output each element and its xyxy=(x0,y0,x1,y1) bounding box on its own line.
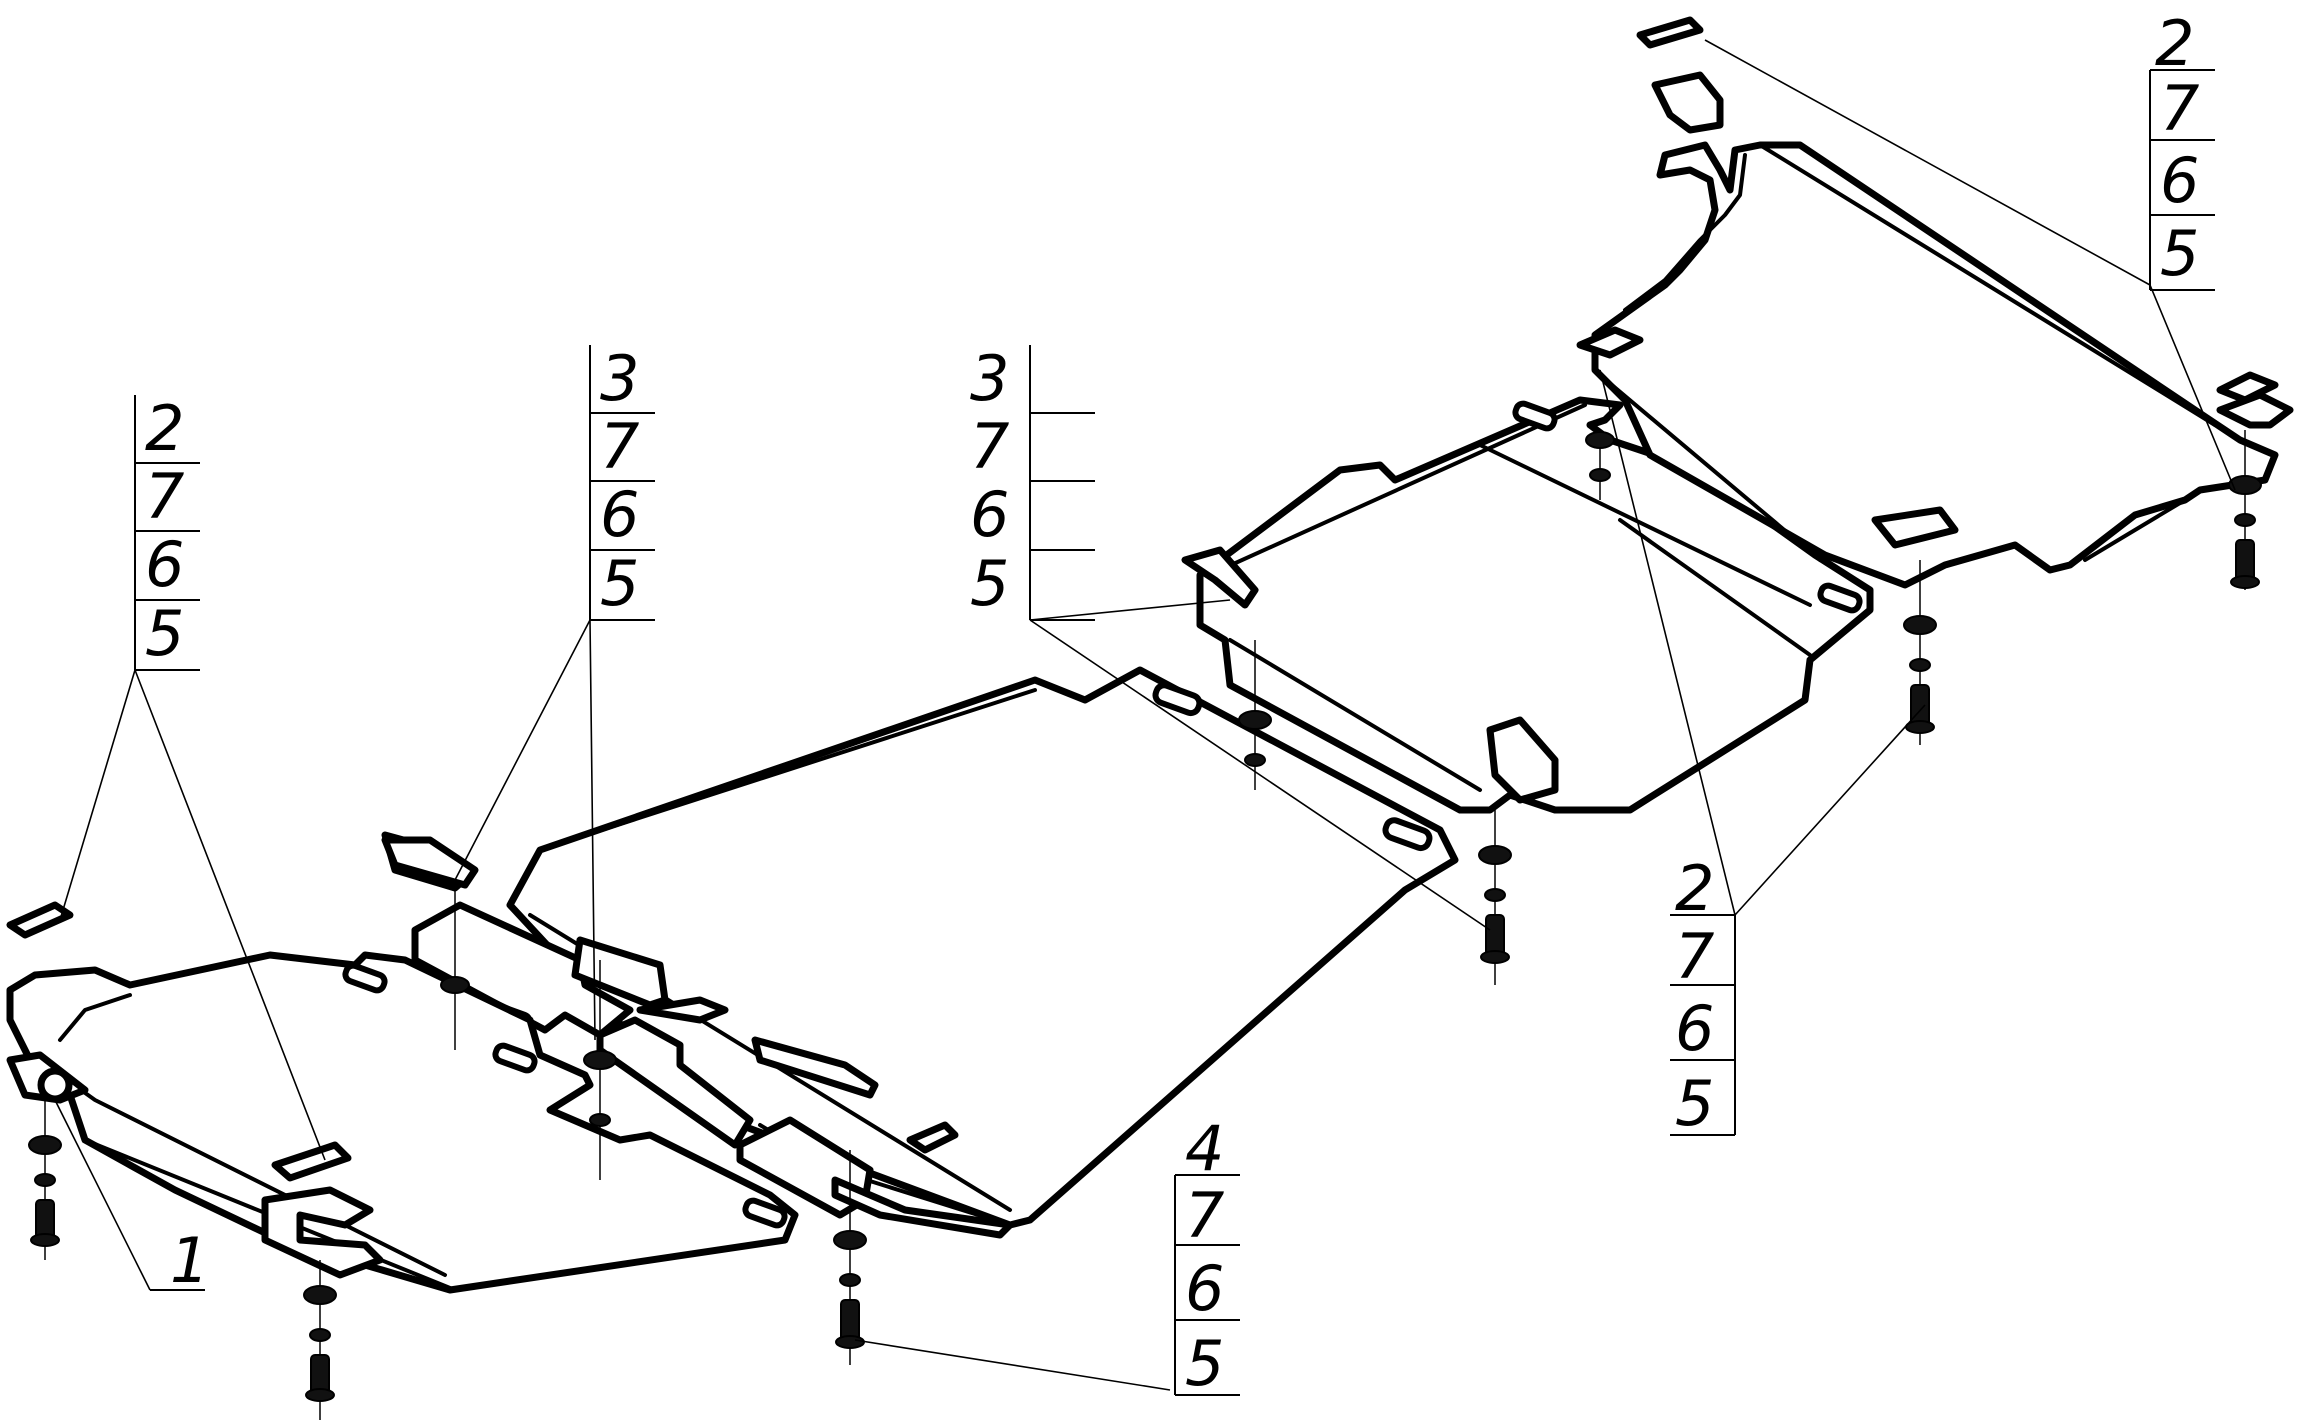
callout-A-label-2: 7 xyxy=(145,460,184,533)
callout-D: 2 7 6 5 xyxy=(2149,7,2215,291)
callout-D-label-4: 5 xyxy=(2160,217,2199,290)
callout-C-label-1: 3 xyxy=(970,342,1009,415)
callout-D-label-2: 7 xyxy=(2160,72,2199,145)
fastener-stack-2 xyxy=(303,1260,337,1420)
skid-plate-front xyxy=(6,951,799,1294)
callout-C-label-3: 6 xyxy=(970,478,1009,551)
callout-C-label-2: 7 xyxy=(970,410,1009,483)
skid-plate-top xyxy=(1576,16,2294,589)
callout-B: 3 7 6 5 xyxy=(589,342,655,621)
callout-E: 2 7 6 5 xyxy=(1670,852,1736,1140)
fastener-stack-3 xyxy=(583,960,617,1180)
callout-B-label-1: 3 xyxy=(600,342,639,415)
skid-plate-center xyxy=(381,666,1459,1239)
callout-A-label-3: 6 xyxy=(145,528,184,601)
fastener-stack-7 xyxy=(1478,810,1512,985)
fastener-stack-10 xyxy=(2228,430,2262,590)
fastener-stack-9 xyxy=(1903,560,1937,745)
callout-D-label-3: 6 xyxy=(2160,144,2199,217)
fastener-stack-1 xyxy=(28,1095,62,1260)
bracket-clip-center xyxy=(381,836,479,889)
callout-G: 1 xyxy=(150,1224,209,1297)
callout-F-label-2: 7 xyxy=(1185,1179,1224,1252)
leader-lines xyxy=(54,39,2236,1391)
callout-B-label-4: 5 xyxy=(600,547,639,620)
callout-F: 4 7 6 5 xyxy=(1174,1112,1240,1400)
callout-C-label-4: 5 xyxy=(970,547,1009,620)
callout-D-label-1: 2 xyxy=(2155,7,2194,80)
callout-E-label-1: 2 xyxy=(1675,852,1714,925)
fastener-stack-4 xyxy=(440,880,470,1050)
skid-plate-rear xyxy=(1181,396,1874,814)
bracket-clip-left xyxy=(6,901,74,939)
callout-F-label-4: 5 xyxy=(1185,1327,1224,1400)
callout-A-label-1: 2 xyxy=(145,392,184,465)
callout-B-label-3: 6 xyxy=(600,478,639,551)
bracket-items xyxy=(6,836,479,939)
fastener-stack-6 xyxy=(1238,640,1272,790)
callout-F-label-1: 4 xyxy=(1185,1112,1224,1185)
callout-F-label-3: 6 xyxy=(1185,1252,1224,1325)
callout-A: 2 7 6 5 xyxy=(134,392,200,671)
callout-E-label-4: 5 xyxy=(1675,1067,1714,1140)
callout-A-label-4: 5 xyxy=(145,597,184,670)
callout-B-label-2: 7 xyxy=(600,410,639,483)
fastener-stack-8 xyxy=(1585,431,1615,500)
fastener-stack-5 xyxy=(833,1150,867,1365)
callout-E-label-2: 7 xyxy=(1675,920,1714,993)
callout-E-label-3: 6 xyxy=(1675,992,1714,1065)
callout-G-label-1: 1 xyxy=(170,1224,209,1297)
callout-C: 3 7 6 5 xyxy=(970,342,1095,621)
